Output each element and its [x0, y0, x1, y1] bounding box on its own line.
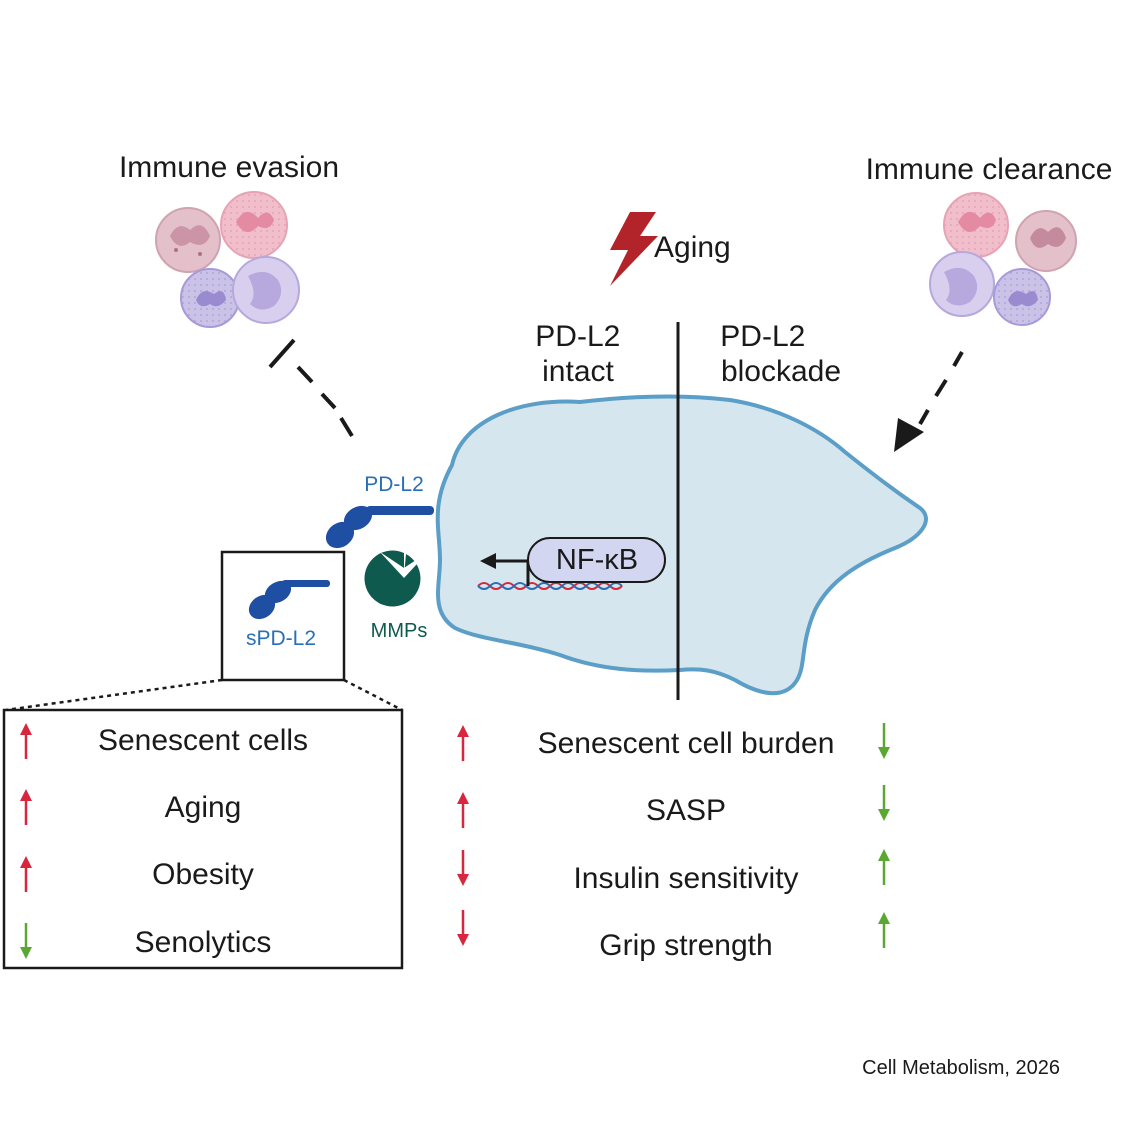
- lightning-bolt-icon: [610, 212, 658, 286]
- red-up-arrow-icon: [20, 856, 32, 892]
- green-down-arrow-icon: [20, 923, 32, 959]
- red-up-arrow-icon: [20, 789, 32, 825]
- inhibition-dashed-line: [268, 338, 354, 438]
- dna-helix-icon: [477, 582, 623, 590]
- zoom-dotted-lines: [5, 678, 403, 712]
- spdl2-effects-box: [2, 708, 404, 970]
- box-item-senolytics: Senolytics: [135, 926, 272, 959]
- outcome-sasp: SASP: [646, 794, 726, 827]
- aging-label: Aging: [654, 231, 731, 264]
- neutrophil-cell-icon: [1015, 210, 1077, 272]
- mmps-label: MMPs: [371, 620, 428, 642]
- immune-cell-cluster-left: [155, 191, 300, 328]
- nfkb-label: NF-κB: [556, 544, 638, 576]
- neutrophil-cell-icon: [155, 207, 221, 273]
- spdl2-zoom-box: [220, 550, 346, 682]
- immune-clearance-title: Immune clearance: [866, 153, 1113, 186]
- spdl2-label: sPD-L2: [246, 627, 316, 650]
- red-down-arrow-icon: [457, 850, 469, 886]
- green-down-arrow-icon: [878, 785, 890, 821]
- box-item-obesity: Obesity: [152, 858, 254, 891]
- mast-cell-icon: [220, 191, 288, 259]
- monocyte-cell-icon: [929, 251, 995, 317]
- red-up-arrow-icon: [20, 723, 32, 759]
- pdl2-protein-icon: [325, 505, 434, 549]
- monocyte-cell-icon: [232, 256, 300, 324]
- mast-cell-icon: [943, 192, 1009, 258]
- senescent-cell: [435, 394, 928, 696]
- red-down-arrow-icon: [457, 910, 469, 946]
- box-item-aging: Aging: [165, 791, 242, 824]
- box-item-senescent-cells: Senescent cells: [98, 724, 308, 757]
- clearance-dashed-arrow: [894, 351, 964, 452]
- pdl2-blockade-label: PD-L2 blockade: [720, 320, 841, 388]
- spdl2-protein-icon: [248, 580, 330, 620]
- outcome-arrows: [457, 723, 890, 948]
- green-down-arrow-icon: [878, 723, 890, 759]
- basophil-cell-icon: [993, 268, 1051, 326]
- red-up-arrow-icon: [457, 725, 469, 761]
- nfkb-pill: [527, 537, 666, 583]
- spdl2-effects-arrows: [20, 723, 32, 959]
- citation: Cell Metabolism, 2026: [862, 1057, 1060, 1079]
- outcome-senescent-cell-burden: Senescent cell burden: [538, 727, 835, 760]
- green-up-arrow-icon: [878, 849, 890, 885]
- immune-evasion-title: Immune evasion: [119, 151, 339, 184]
- green-up-arrow-icon: [878, 912, 890, 948]
- immune-cell-cluster-right: [929, 192, 1077, 326]
- red-up-arrow-icon: [457, 792, 469, 828]
- mmp-enzyme-icon: [364, 550, 428, 607]
- outcome-insulin-sensitivity: Insulin sensitivity: [573, 862, 798, 895]
- pdl2-intact-label: PD-L2 intact: [535, 320, 628, 388]
- outcome-grip-strength: Grip strength: [599, 929, 772, 962]
- pdl2-protein-label: PD-L2: [364, 473, 424, 496]
- basophil-cell-icon: [180, 268, 240, 328]
